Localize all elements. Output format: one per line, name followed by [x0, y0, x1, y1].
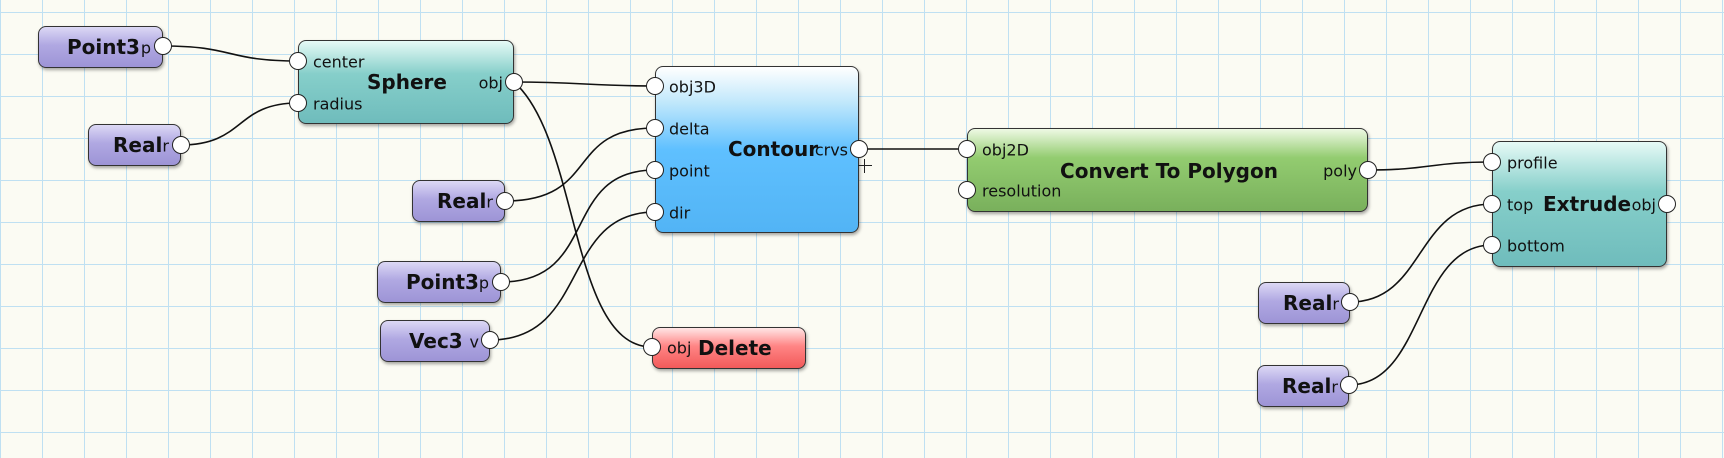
node-title: Sphere — [367, 70, 447, 94]
node-title: Real — [437, 189, 487, 213]
wire-point3-to-sphere-center[interactable] — [162, 45, 299, 62]
contour-dir-port[interactable] — [646, 203, 664, 221]
wire-sphere-to-contour-obj3d[interactable] — [513, 81, 656, 87]
output-port-label: obj — [478, 73, 503, 93]
convert-to-polygon-node[interactable]: Convert To Polygon obj2D resolution poly — [967, 128, 1368, 212]
convert-output-port[interactable] — [1359, 161, 1377, 179]
convert-obj2d-port[interactable] — [958, 140, 976, 158]
contour-node[interactable]: Contour obj3D delta point dir crvs — [655, 66, 859, 233]
input-port-label-profile: profile — [1507, 153, 1558, 173]
real-node[interactable]: Real r — [1258, 282, 1350, 324]
output-port-label: p — [140, 38, 151, 58]
real-output-port[interactable] — [172, 136, 190, 154]
input-port-label-obj: obj — [667, 338, 692, 358]
vec3-output-port[interactable] — [481, 331, 499, 349]
vec3-node[interactable]: Vec3 v — [380, 320, 490, 362]
input-port-label-center: center — [313, 52, 365, 72]
wire-real-to-sphere-radius[interactable] — [180, 102, 299, 146]
real-output-port[interactable] — [1341, 293, 1359, 311]
node-title: Point3 — [67, 35, 140, 59]
sphere-output-port[interactable] — [505, 73, 523, 91]
node-title: Point3 — [406, 270, 479, 294]
output-port-label: crvs — [814, 140, 848, 160]
input-port-label-resolution: resolution — [982, 181, 1062, 201]
real-node[interactable]: Real r — [88, 124, 181, 166]
output-port-label: p — [478, 273, 489, 293]
wire-convert-to-extrude-profile[interactable] — [1367, 161, 1493, 171]
output-port-label: v — [469, 332, 479, 352]
output-port-label: r — [1331, 377, 1338, 397]
input-port-label-dir: dir — [669, 203, 691, 223]
point3-output-port[interactable] — [492, 273, 510, 291]
extrude-output-port[interactable] — [1658, 195, 1676, 213]
wire-real-to-extrude-top[interactable] — [1349, 203, 1493, 303]
node-title: Delete — [698, 336, 772, 360]
sphere-center-port[interactable] — [289, 52, 307, 70]
wire-real-to-contour-delta[interactable] — [504, 127, 656, 202]
extrude-node[interactable]: Extrude profile top bottom obj — [1492, 141, 1667, 267]
node-title: Real — [1283, 291, 1333, 315]
sphere-radius-port[interactable] — [289, 94, 307, 112]
contour-obj3d-port[interactable] — [646, 77, 664, 95]
contour-delta-port[interactable] — [646, 119, 664, 137]
input-port-label-bottom: bottom — [1507, 236, 1565, 256]
real-node[interactable]: Real r — [1257, 365, 1349, 407]
point3-node[interactable]: Point3 p — [377, 261, 501, 303]
extrude-profile-port[interactable] — [1483, 153, 1501, 171]
convert-resolution-port[interactable] — [958, 181, 976, 199]
extrude-bottom-port[interactable] — [1483, 236, 1501, 254]
extrude-top-port[interactable] — [1483, 195, 1501, 213]
real-node[interactable]: Real r — [412, 180, 505, 222]
input-port-label-obj3d: obj3D — [669, 77, 716, 97]
input-port-label-top: top — [1507, 195, 1534, 215]
output-port-label: r — [486, 192, 493, 212]
output-port-label: poly — [1323, 161, 1357, 181]
node-title: Extrude — [1543, 192, 1632, 216]
sphere-node[interactable]: Sphere center radius obj — [298, 40, 514, 124]
node-title: Contour — [728, 137, 819, 161]
contour-output-port[interactable] — [850, 140, 868, 158]
output-port-label: obj — [1631, 195, 1656, 215]
node-title: Real — [1282, 374, 1332, 398]
node-title: Vec3 — [409, 329, 463, 353]
output-port-label: r — [1332, 294, 1339, 314]
wire-point3-to-contour-point[interactable] — [500, 169, 656, 283]
point3-output-port[interactable] — [154, 37, 172, 55]
real-output-port[interactable] — [496, 192, 514, 210]
wire-sphere-to-delete[interactable] — [513, 81, 653, 348]
crosshair-cursor-icon — [858, 159, 872, 173]
wire-vec3-to-contour-dir[interactable] — [489, 211, 656, 341]
input-port-label-delta: delta — [669, 119, 710, 139]
input-port-label-radius: radius — [313, 94, 363, 114]
real-output-port[interactable] — [1340, 376, 1358, 394]
delete-node[interactable]: obj Delete — [652, 327, 806, 369]
node-title: Real — [113, 133, 163, 157]
point3-node[interactable]: Point3 p — [38, 26, 163, 68]
delete-obj-port[interactable] — [643, 338, 661, 356]
output-port-label: r — [162, 136, 169, 156]
input-port-label-point: point — [669, 161, 710, 181]
input-port-label-obj2d: obj2D — [982, 140, 1029, 160]
wire-real-to-extrude-bottom[interactable] — [1348, 244, 1493, 386]
contour-point-port[interactable] — [646, 161, 664, 179]
node-title: Convert To Polygon — [1060, 159, 1278, 183]
